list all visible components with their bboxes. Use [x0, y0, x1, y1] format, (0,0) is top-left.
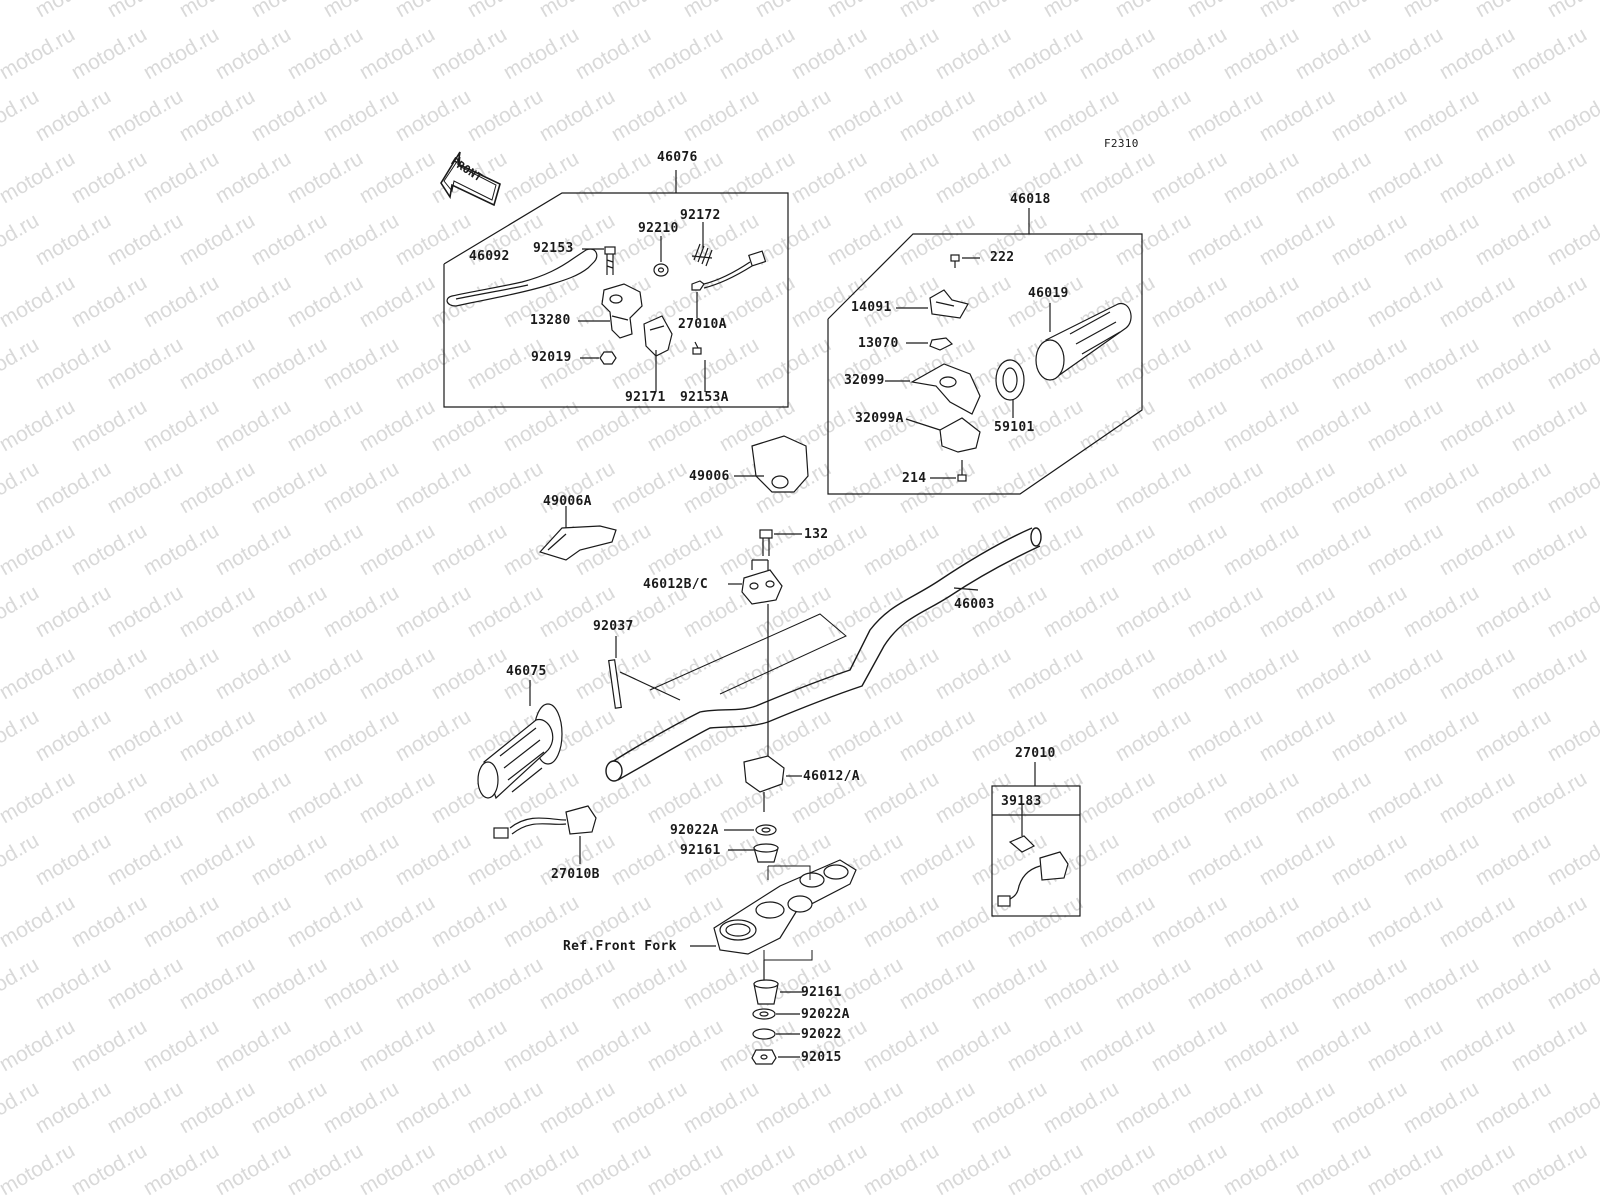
figure-code: F2310: [1104, 137, 1139, 150]
washer-92022-icon: [752, 1028, 776, 1040]
part-label-92022A-bottom: 92022A: [801, 1007, 850, 1022]
grip-46075-icon: [477, 703, 563, 800]
group-label-27010: 27010: [1015, 746, 1056, 761]
damper-92161-top-icon: [753, 843, 779, 863]
bolt-92153A-icon: [692, 341, 702, 355]
cover-14091-icon: [929, 289, 969, 319]
part-label-14091: 14091: [851, 300, 892, 315]
part-label-32099: 32099: [844, 373, 885, 388]
throttle-case-32099-icon: [910, 363, 981, 415]
part-label-46075: 46075: [506, 664, 547, 679]
part-label-46003: 46003: [954, 597, 995, 612]
clip-39183-icon: [1008, 835, 1036, 853]
part-label-27010B: 27010B: [551, 867, 600, 882]
part-label-13070: 13070: [858, 336, 899, 351]
part-label-222: 222: [990, 250, 1015, 265]
guide-49006-icon: [751, 435, 809, 493]
part-label-92172: 92172: [680, 208, 721, 223]
nut-92019-icon: [599, 351, 617, 365]
bolt-132-icon: [759, 529, 773, 556]
part-label-92022: 92022: [801, 1027, 842, 1042]
bolt-92153-icon: [604, 246, 616, 275]
part-label-92210: 92210: [638, 221, 679, 236]
part-label-92022A-top: 92022A: [670, 823, 719, 838]
lower-holder-46012A-icon: [743, 755, 785, 812]
part-label-32099A: 32099A: [855, 411, 904, 426]
part-label-46012BC: 46012B/C: [643, 577, 709, 592]
screw-222-icon: [950, 254, 960, 268]
part-label-92037: 92037: [593, 619, 634, 634]
part-label-92161-top: 92161: [680, 843, 721, 858]
part-label-46012A: 46012/A: [803, 769, 860, 784]
clutch-switch-27010A-icon: [691, 250, 767, 291]
spring-92172-icon: [691, 243, 713, 267]
part-label-92161-bottom: 92161: [801, 985, 842, 1000]
cable-end-13070-icon: [929, 337, 954, 351]
part-label-92153: 92153: [533, 241, 574, 256]
handlebar-46003-icon: [605, 527, 1042, 782]
screw-214-icon: [957, 460, 967, 482]
part-label-46092: 46092: [469, 249, 510, 264]
upper-triple-clamp-icon: [713, 859, 857, 955]
washer-92022A-bottom-icon: [752, 1008, 776, 1020]
nut-92015-icon: [751, 1049, 777, 1065]
switch-27010B-icon: [493, 805, 597, 839]
washer-92022A-top-icon: [755, 824, 777, 836]
upper-holder-46012BC-icon: [741, 569, 783, 605]
part-label-132: 132: [804, 527, 829, 542]
guard-49006A-icon: [538, 525, 617, 561]
group-box-46076: [443, 192, 789, 408]
part-label-92153A: 92153A: [680, 390, 729, 405]
part-label-214: 214: [902, 471, 927, 486]
throttle-grip-46019-icon: [1035, 302, 1132, 381]
part-label-92019: 92019: [531, 350, 572, 365]
lever-holder-13280-icon: [601, 283, 643, 339]
damper-92161-bottom-icon: [753, 979, 779, 1005]
part-label-46019: 46019: [1028, 286, 1069, 301]
front-arrow-icon: [440, 151, 501, 207]
strap-92037-icon: [608, 659, 622, 709]
group-label-46076: 46076: [657, 150, 698, 165]
part-label-39183: 39183: [1001, 794, 1042, 809]
part-label-59101: 59101: [994, 420, 1035, 435]
group-label-46018: 46018: [1010, 192, 1051, 207]
part-label-27010A: 27010A: [678, 317, 727, 332]
group-box-46018: [827, 233, 1143, 495]
part-label-92015: 92015: [801, 1050, 842, 1065]
clutch-lever-46092-icon: [446, 248, 598, 307]
ref-front-fork-label: Ref.Front Fork: [563, 939, 677, 954]
part-label-49006A: 49006A: [543, 494, 592, 509]
group-box-27010: [991, 785, 1081, 917]
kill-switch-27010-icon: [997, 851, 1069, 907]
clamp-92171-icon: [643, 315, 673, 357]
washer-92210-icon: [653, 263, 669, 277]
part-label-49006: 49006: [689, 469, 730, 484]
throttle-pipe-59101-icon: [995, 359, 1025, 401]
part-label-13280: 13280: [530, 313, 571, 328]
throttle-case-32099A-icon: [939, 417, 981, 453]
part-label-92171: 92171: [625, 390, 666, 405]
